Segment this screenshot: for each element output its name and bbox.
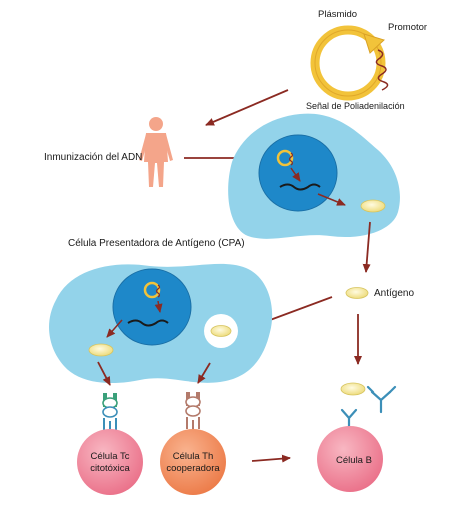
nucleus-top bbox=[258, 134, 338, 212]
antigen-in-apc-bottom bbox=[88, 343, 114, 357]
dna-strand-icon-bottom bbox=[127, 319, 169, 327]
th-cell: Célula Th cooperadora bbox=[160, 429, 226, 495]
mhc-complex-icon bbox=[102, 393, 118, 432]
b-cell: Célula B bbox=[317, 426, 383, 492]
person-icon bbox=[139, 117, 173, 187]
antigen-label: Antígeno bbox=[374, 288, 414, 299]
b-cell-label: Célula B bbox=[336, 455, 372, 466]
dna-strand-icon bbox=[279, 183, 321, 191]
antigen-free bbox=[345, 287, 369, 299]
th-cell-label-line1: Célula Th bbox=[173, 451, 214, 462]
arrow-plasmid-to-person bbox=[205, 89, 289, 126]
arrow-th-to-bcell bbox=[251, 454, 291, 463]
antibody-icon bbox=[366, 385, 397, 414]
plasmid-label: Plásmido bbox=[318, 9, 357, 20]
dna-immunization-label: Inmunización del ADN bbox=[44, 152, 142, 163]
apc-cell-top bbox=[228, 113, 400, 239]
apc-label: Célula Presentadora de Antígeno (CPA) bbox=[68, 238, 245, 249]
tc-cell: Célula Tc citotóxica bbox=[77, 429, 143, 495]
mhc-complex-icon-th bbox=[185, 392, 201, 431]
promoter-label: Promotor bbox=[388, 22, 427, 33]
antigen-in-apc-top bbox=[360, 199, 386, 213]
arrow-antigen-to-apc bbox=[261, 296, 333, 324]
plasmid-in-nucleus-top bbox=[276, 149, 294, 167]
nucleus-bottom bbox=[112, 268, 192, 346]
receptor-icon bbox=[340, 408, 358, 430]
tc-cell-label-line2: citotóxica bbox=[90, 463, 130, 474]
plasmid-icon bbox=[310, 25, 389, 101]
plasmid-in-nucleus-bottom bbox=[143, 281, 161, 299]
arrow-to-th-receptor bbox=[197, 362, 211, 384]
tc-cell-label-line1: Célula Tc bbox=[91, 451, 130, 462]
polyadenylation-label: Señal de Poliadenilación bbox=[306, 101, 405, 111]
antigen-near-bcell bbox=[340, 382, 366, 396]
arrow-apc-to-antigen bbox=[362, 221, 371, 273]
th-cell-label-line2: cooperadora bbox=[166, 463, 220, 474]
apc-cell-bottom bbox=[49, 263, 273, 384]
arrow-to-tc-receptor bbox=[97, 361, 111, 386]
